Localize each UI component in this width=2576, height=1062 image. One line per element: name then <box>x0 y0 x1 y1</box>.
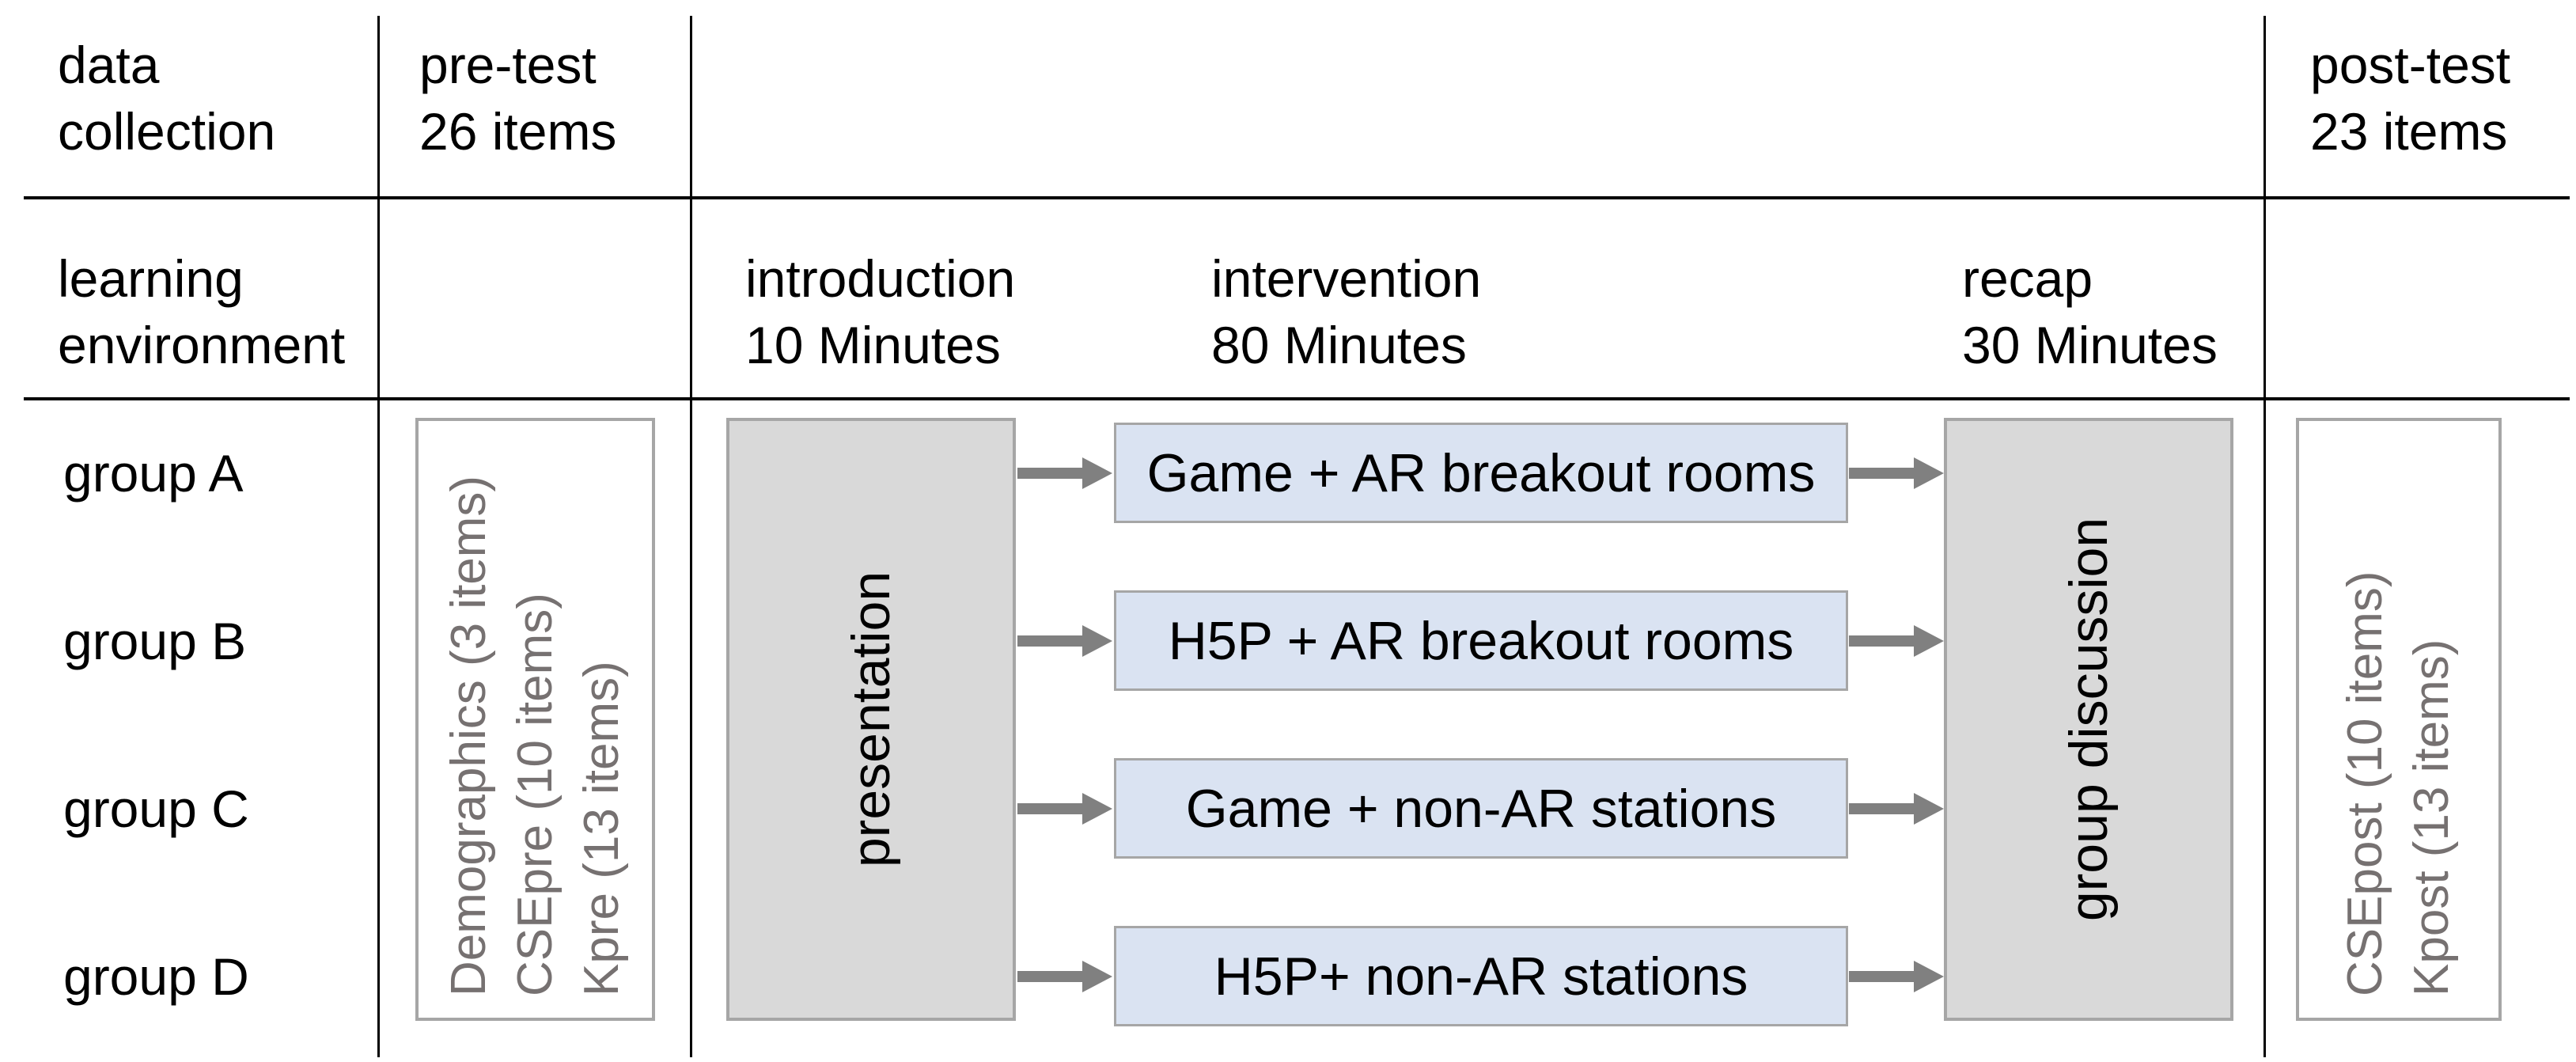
arrow-presentation-to-group-d <box>1017 961 1112 992</box>
column-rule-pretest <box>690 16 692 1057</box>
row-label-data-collection-line1: data <box>58 36 160 94</box>
pre-test-header: pre-test 26 items <box>419 32 616 165</box>
arrow-shaft <box>1849 803 1915 814</box>
group-discussion-box-label: group discussion <box>2059 517 2119 922</box>
intervention-box-group-c: Game + non-AR stations <box>1114 758 1848 859</box>
phase-recap-name: recap <box>1962 249 2093 308</box>
arrow-presentation-to-group-a <box>1017 457 1112 489</box>
arrow-head-icon <box>1914 793 1944 825</box>
arrow-head-icon <box>1914 961 1944 992</box>
post-test-header: post-test 23 items <box>2310 32 2510 165</box>
post-test-header-line2: 23 items <box>2310 102 2508 161</box>
presentation-box-label: presentation <box>841 571 901 868</box>
group-a-label: group A <box>63 444 244 503</box>
divider-header-row <box>24 196 2570 199</box>
group-c-label: group C <box>63 779 249 838</box>
row-label-learning-environment-line1: learning <box>58 249 244 308</box>
pre-test-instruments-box: Demographics (3 items) CSEpre (10 items)… <box>415 418 655 1021</box>
post-test-header-line1: post-test <box>2310 36 2511 94</box>
pre-test-instrument-csepre: CSEpre (10 items) <box>507 593 563 996</box>
arrow-head-icon <box>1082 457 1112 489</box>
group-discussion-box: group discussion <box>1944 418 2233 1021</box>
arrow-shaft <box>1017 803 1084 814</box>
arrow-head-icon <box>1914 457 1944 489</box>
arrow-head-icon <box>1082 793 1112 825</box>
arrow-shaft <box>1849 635 1915 647</box>
phase-intervention-duration: 80 Minutes <box>1211 316 1467 374</box>
phase-recap-header: recap 30 Minutes <box>1962 245 2218 378</box>
arrow-group-a-to-discussion <box>1849 457 1944 489</box>
phase-recap-duration: 30 Minutes <box>1962 316 2218 374</box>
pre-test-header-line2: 26 items <box>419 102 617 161</box>
column-rule-left <box>377 16 380 1057</box>
post-test-instruments-box: CSEpost (10 items) Kpost (13 items) <box>2296 418 2502 1021</box>
arrow-group-b-to-discussion <box>1849 625 1944 657</box>
presentation-box: presentation <box>726 418 1016 1021</box>
arrow-group-d-to-discussion <box>1849 961 1944 992</box>
phase-intervention-name: intervention <box>1211 249 1482 308</box>
arrow-shaft <box>1849 971 1915 982</box>
arrow-head-icon <box>1082 625 1112 657</box>
arrow-head-icon <box>1082 961 1112 992</box>
arrow-head-icon <box>1914 625 1944 657</box>
phase-introduction-name: introduction <box>745 249 1016 308</box>
group-b-label: group B <box>63 612 247 670</box>
pre-test-instruments-text: Demographics (3 items) CSEpre (10 items)… <box>436 442 635 996</box>
phase-intervention-header: intervention 80 Minutes <box>1211 245 1481 378</box>
phase-introduction-header: introduction 10 Minutes <box>745 245 1015 378</box>
post-test-instrument-kpost: Kpost (13 items) <box>2404 639 2459 996</box>
arrow-shaft <box>1017 635 1084 647</box>
pre-test-header-line1: pre-test <box>419 36 597 94</box>
arrow-presentation-to-group-c <box>1017 793 1112 825</box>
post-test-instruments-text: CSEpost (10 items) Kpost (13 items) <box>2332 442 2465 996</box>
divider-phase-row <box>24 397 2570 400</box>
column-rule-posttest <box>2263 16 2266 1057</box>
row-label-learning-environment: learning environment <box>58 245 345 378</box>
arrow-shaft <box>1017 468 1084 479</box>
arrow-shaft <box>1849 468 1915 479</box>
row-label-data-collection-line2: collection <box>58 102 276 161</box>
phase-introduction-duration: 10 Minutes <box>745 316 1001 374</box>
arrow-shaft <box>1017 971 1084 982</box>
post-test-instrument-csepost: CSEpost (10 items) <box>2338 571 2392 996</box>
row-label-data-collection: data collection <box>58 32 275 165</box>
group-d-label: group D <box>63 947 249 1006</box>
intervention-box-group-d: H5P+ non-AR stations <box>1114 926 1848 1026</box>
intervention-box-group-a: Game + AR breakout rooms <box>1114 423 1848 523</box>
pre-test-instrument-demographics: Demographics (3 items) <box>441 475 496 996</box>
pre-test-instrument-kpre: Kpre (13 items) <box>574 661 629 996</box>
arrow-group-c-to-discussion <box>1849 793 1944 825</box>
intervention-box-group-b: H5P + AR breakout rooms <box>1114 590 1848 691</box>
arrow-presentation-to-group-b <box>1017 625 1112 657</box>
row-label-learning-environment-line2: environment <box>58 316 346 374</box>
